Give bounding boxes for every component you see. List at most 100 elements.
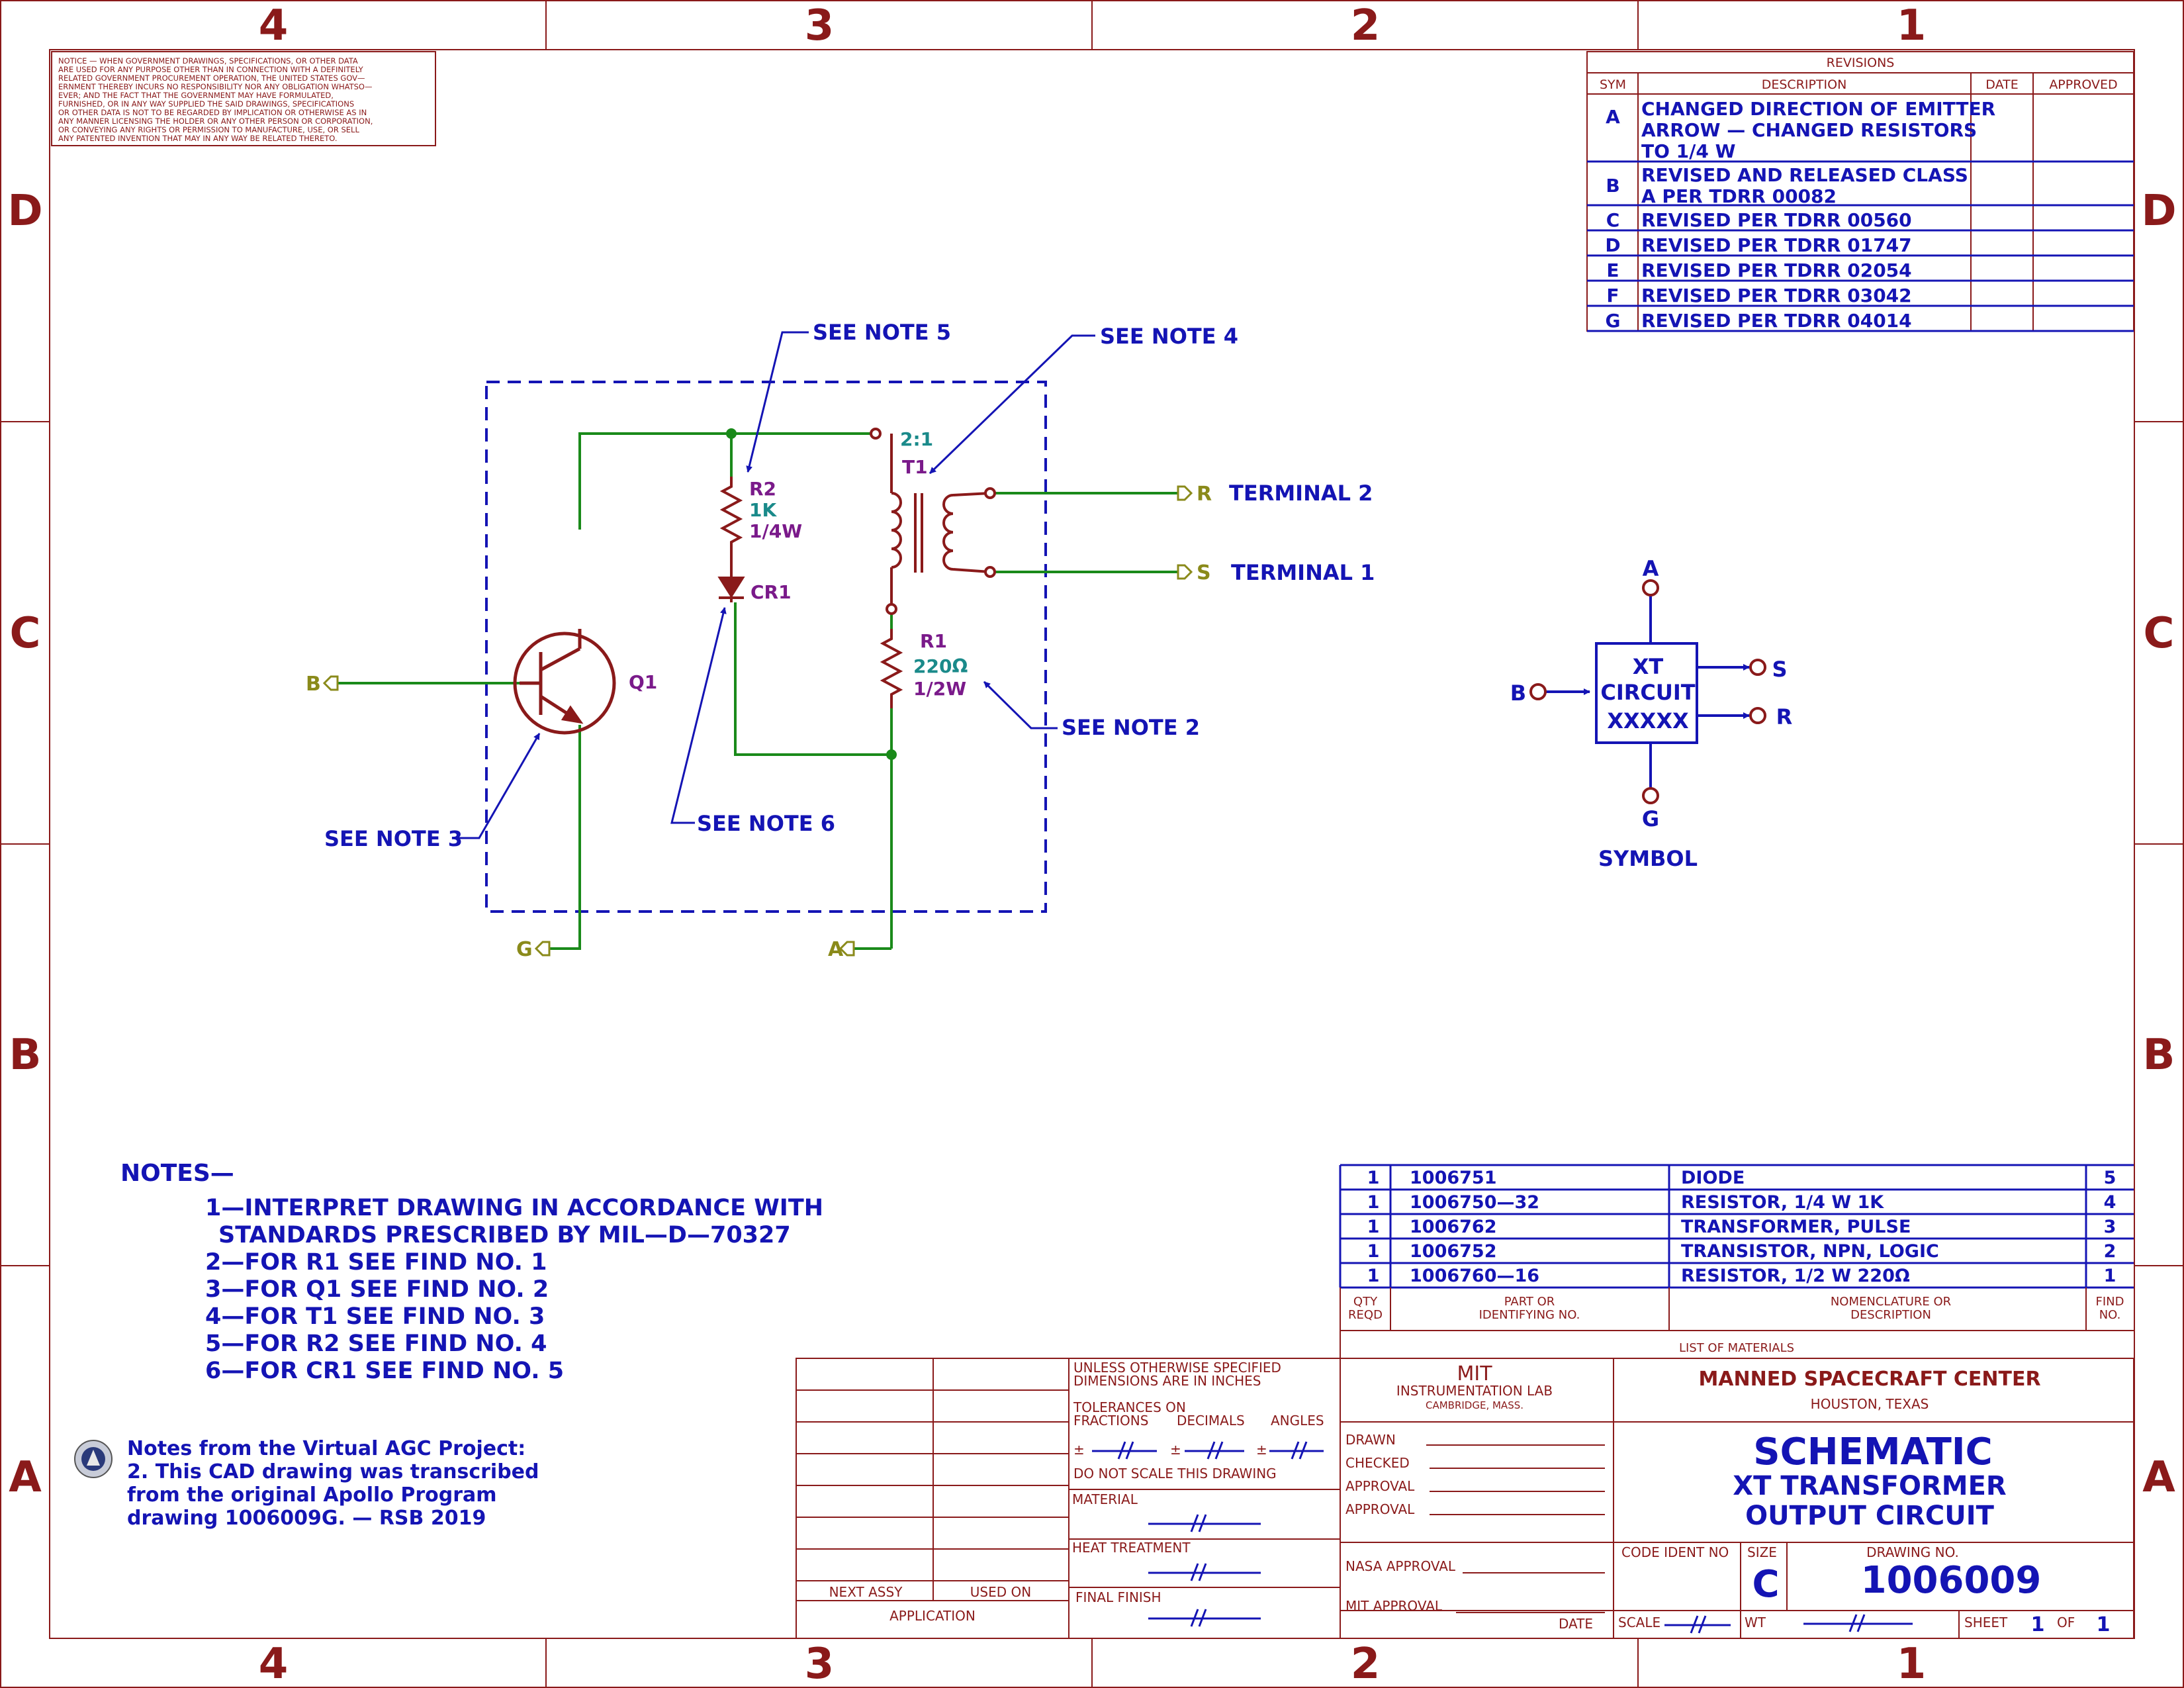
notice-line: EVER; AND THE FACT THAT THE GOVERNMENT M…: [58, 91, 334, 100]
lom-part: 1006752: [1410, 1241, 1497, 1262]
sheet-number: 1: [2031, 1613, 2045, 1636]
zone-col-bottom-4: 4: [259, 1640, 289, 1688]
fractions-label: FRACTIONS: [1073, 1413, 1148, 1429]
msc-name: MANNED SPACECRAFT CENTER: [1698, 1368, 2040, 1391]
decimals-label: DECIMALS: [1177, 1413, 1245, 1429]
lom-header-desc: NOMENCLATURE OR: [1831, 1295, 1951, 1309]
lom-qty: 1: [1367, 1192, 1380, 1213]
final-finish-label: FINAL FINISH: [1075, 1589, 1161, 1605]
notice-line: NOTICE — WHEN GOVERNMENT DRAWINGS, SPECI…: [58, 56, 358, 66]
revision-sym: G: [1606, 310, 1621, 332]
lom-desc: RESISTOR, 1/2 W 220Ω: [1681, 1266, 1910, 1286]
lom-header-qty: QTY: [1353, 1295, 1378, 1309]
transistor-q1: [513, 629, 616, 735]
lom-part: 1006762: [1410, 1217, 1497, 1237]
government-notice: NOTICE — WHEN GOVERNMENT DRAWINGS, SPECI…: [51, 51, 436, 146]
revision-desc: ARROW — CHANGED RESISTORS: [1641, 119, 1977, 141]
lom-qty: 1: [1367, 1241, 1380, 1262]
scale-label: SCALE: [1618, 1615, 1661, 1630]
note-item: STANDARDS PRESCRIBED BY MIL—D—70327: [218, 1222, 791, 1248]
zone-row-left-B: B: [9, 1031, 42, 1080]
approval-label: APPROVAL: [1345, 1478, 1415, 1494]
revision-desc: TO 1/4 W: [1641, 140, 1736, 162]
angles-label: ANGLES: [1271, 1413, 1324, 1429]
transformer-t1: [870, 428, 996, 615]
mit-name: MIT: [1457, 1362, 1492, 1385]
module-boundary: [485, 381, 1047, 913]
checked-label: CHECKED: [1345, 1455, 1410, 1471]
revisions-title: REVISIONS: [1827, 56, 1895, 70]
sheet-total: 1: [2097, 1613, 2111, 1636]
tolerance-pm: ±: [1170, 1442, 1181, 1458]
zone-row-left-D: D: [7, 187, 42, 236]
junction-dot: [726, 428, 737, 439]
size-label: SIZE: [1747, 1544, 1777, 1560]
port-r-label: R: [1197, 483, 1212, 506]
note5-leader: [746, 331, 809, 473]
symbol-line1: XT: [1633, 654, 1664, 679]
drawn-label: DRAWN: [1345, 1432, 1396, 1448]
zone-row-right-A: A: [2142, 1453, 2175, 1502]
r2-power: 1/4W: [749, 520, 802, 542]
notice-line: FURNISHED, OR IN ANY WAY SUPPLIED THE SA…: [58, 99, 354, 109]
title-block: NEXT ASSY USED ON APPLICATION UNLESS OTH…: [796, 1358, 2134, 1639]
note-item: 5—FOR R2 SEE FIND NO. 4: [205, 1331, 547, 1357]
revision-desc: REVISED PER TDRR 01747: [1641, 234, 1912, 256]
lom-find: 1: [2104, 1266, 2116, 1286]
revisions-table: REVISIONS SYM DESCRIPTION DATE APPROVED …: [1586, 51, 2134, 332]
used-on-label: USED ON: [970, 1584, 1031, 1600]
zone-row-right-D: D: [2141, 187, 2176, 236]
notice-line: ANY PATENTED INVENTION THAT MAY IN ANY W…: [58, 134, 338, 143]
lom-header-part: PART OR: [1504, 1295, 1555, 1309]
lom-find: 3: [2104, 1217, 2116, 1237]
symbol-pin-b: B: [1510, 680, 1526, 706]
msc-location: HOUSTON, TEXAS: [1811, 1396, 1929, 1412]
tolerance-pm: ±: [1256, 1442, 1267, 1458]
zone-col-bottom-3: 3: [805, 1640, 835, 1688]
port-g-label: G: [516, 938, 533, 961]
lom-find: 2: [2104, 1241, 2116, 1262]
lom-title: LIST OF MATERIALS: [1679, 1341, 1794, 1355]
lom-part: 1006750—32: [1410, 1192, 1539, 1213]
t1-refdes: T1: [902, 456, 928, 478]
drawing-subtitle: OUTPUT CIRCUIT: [1745, 1501, 1995, 1531]
drawing-no-label: DRAWING NO.: [1866, 1544, 1959, 1560]
r1-refdes: R1: [920, 630, 947, 652]
cr1-refdes: CR1: [751, 581, 792, 603]
note-item: 2—FOR R1 SEE FIND NO. 1: [205, 1249, 547, 1276]
lom-header-find: NO.: [2099, 1308, 2121, 1322]
lom-part: 1006760—16: [1410, 1266, 1539, 1286]
notice-line: ERNMENT THEREBY INCURS NO RESPONSIBILITY…: [58, 82, 372, 91]
agc-note: from the original Apollo Program: [127, 1483, 497, 1507]
revision-sym: B: [1606, 175, 1619, 197]
q1-refdes: Q1: [629, 671, 657, 693]
note6-callout: SEE NOTE 6: [697, 811, 835, 836]
port-g-marker: [534, 941, 551, 957]
r2-refdes: R2: [749, 478, 776, 500]
heat-treatment-label: HEAT TREATMENT: [1072, 1540, 1191, 1556]
zone-row-right-B: B: [2143, 1031, 2175, 1080]
xt-circuit-symbol: XT CIRCUIT XXXXX A G B S R SYMBOL: [1510, 556, 1793, 871]
r1-value: 220Ω: [913, 655, 968, 677]
lom-header-find: FIND: [2096, 1295, 2124, 1309]
lom-find: 4: [2104, 1192, 2116, 1213]
lom-qty: 1: [1367, 1266, 1380, 1286]
zone-col-top-1: 1: [1897, 1, 1927, 50]
port-b-label: B: [306, 673, 321, 696]
approval-label: APPROVAL: [1345, 1501, 1415, 1517]
drawing-number: 1006009: [1861, 1559, 2042, 1602]
lom-qty: 1: [1367, 1217, 1380, 1237]
zone-col-top-4: 4: [259, 1, 289, 50]
note4-leader: [929, 334, 1095, 475]
zone-col-bottom-1: 1: [1897, 1640, 1927, 1688]
unless-specified: UNLESS OTHERWISE SPECIFIED: [1073, 1360, 1281, 1376]
application-label: APPLICATION: [889, 1608, 976, 1624]
note4-callout: SEE NOTE 4: [1100, 324, 1238, 349]
zone-col-bottom-2: 2: [1351, 1640, 1381, 1688]
note2-callout: SEE NOTE 2: [1062, 715, 1200, 740]
note3-leader: [455, 733, 541, 839]
revisions-header-approved: APPROVED: [2049, 77, 2117, 92]
lab-location: CAMBRIDGE, MASS.: [1426, 1399, 1524, 1411]
date-label: DATE: [1559, 1616, 1593, 1632]
sheet-label: SHEET: [1964, 1615, 2008, 1630]
